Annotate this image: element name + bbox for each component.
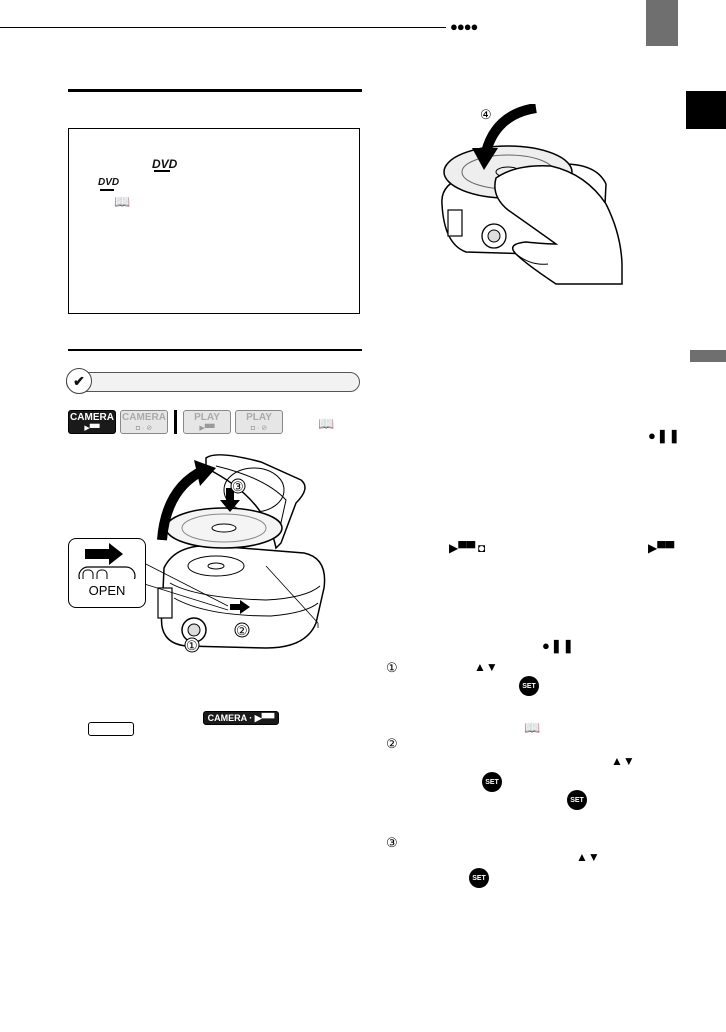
open-switch-inset: OPEN <box>68 538 146 608</box>
chapter-tab-black <box>686 91 726 129</box>
set-button-icon: SET <box>567 790 587 810</box>
book-icon: 📖 <box>524 720 541 735</box>
arrows-up-down-icon: ▲▼ <box>611 754 635 768</box>
step-1-marker: ① <box>186 638 198 653</box>
open-label: OPEN <box>88 583 126 598</box>
step-2-marker: ② <box>386 736 398 751</box>
close-cover-illustration <box>441 104 623 285</box>
mode-selector: CAMERA▶▀▀ CAMERA◘ · ⊘ PLAY▶▀▀ PLAY◘ · ⊘ <box>68 410 283 434</box>
mode-camera-photo: CAMERA◘ · ⊘ <box>120 410 168 434</box>
step-2-marker: ② <box>236 623 248 638</box>
chapter-tab-mid <box>690 350 726 362</box>
book-icon: 📖 <box>318 416 335 431</box>
dvd-logo-small-disc-icon <box>100 189 114 191</box>
step-4-marker: ④ <box>480 107 492 122</box>
chapter-tab-grey <box>646 0 678 46</box>
movie-mode-icon: ▶▀▀ <box>648 541 675 555</box>
photo-mode-icon: ◘ <box>478 541 486 555</box>
key-box <box>88 722 134 736</box>
dvd-logo-icon: DVD <box>152 157 178 171</box>
step-3-marker: ③ <box>386 835 398 850</box>
set-button-icon: SET <box>469 868 489 888</box>
mode-camera-movie: CAMERA▶▀▀ <box>68 410 116 434</box>
header-dots: ●●●● <box>450 19 478 34</box>
arrows-up-down-icon: ▲▼ <box>474 660 498 674</box>
dvd-logo-small-icon: DVD <box>98 177 120 188</box>
camera-movie-badge: CAMERA · ▶▀▀ <box>203 711 279 725</box>
switch-arrow-icon <box>78 543 136 586</box>
movie-mode-icon: ▶▀▀ <box>449 541 476 555</box>
dvd-logo-disc-icon <box>154 170 170 172</box>
header-rule <box>0 27 446 28</box>
section-title-rule <box>68 89 362 92</box>
mode-play-photo: PLAY◘ · ⊘ <box>235 410 283 434</box>
mode-separator <box>174 410 177 434</box>
rec-pause-icon: ●❚❚ <box>542 638 575 653</box>
set-button-icon: SET <box>519 676 539 696</box>
book-icon: 📖 <box>114 194 131 209</box>
mode-play-movie: PLAY▶▀▀ <box>183 410 231 434</box>
subsection-rule <box>68 349 362 351</box>
info-box <box>68 128 360 314</box>
set-button-icon: SET <box>482 772 502 792</box>
step-1-marker: ① <box>386 660 398 675</box>
rec-pause-icon: ●❚❚ <box>648 428 681 443</box>
notes-bar <box>66 372 360 392</box>
step-3-marker: ③ <box>232 479 244 494</box>
checkmark-icon: ✔ <box>66 368 92 394</box>
arrows-up-down-icon: ▲▼ <box>576 850 600 864</box>
disc-insert-illustration <box>137 454 326 653</box>
